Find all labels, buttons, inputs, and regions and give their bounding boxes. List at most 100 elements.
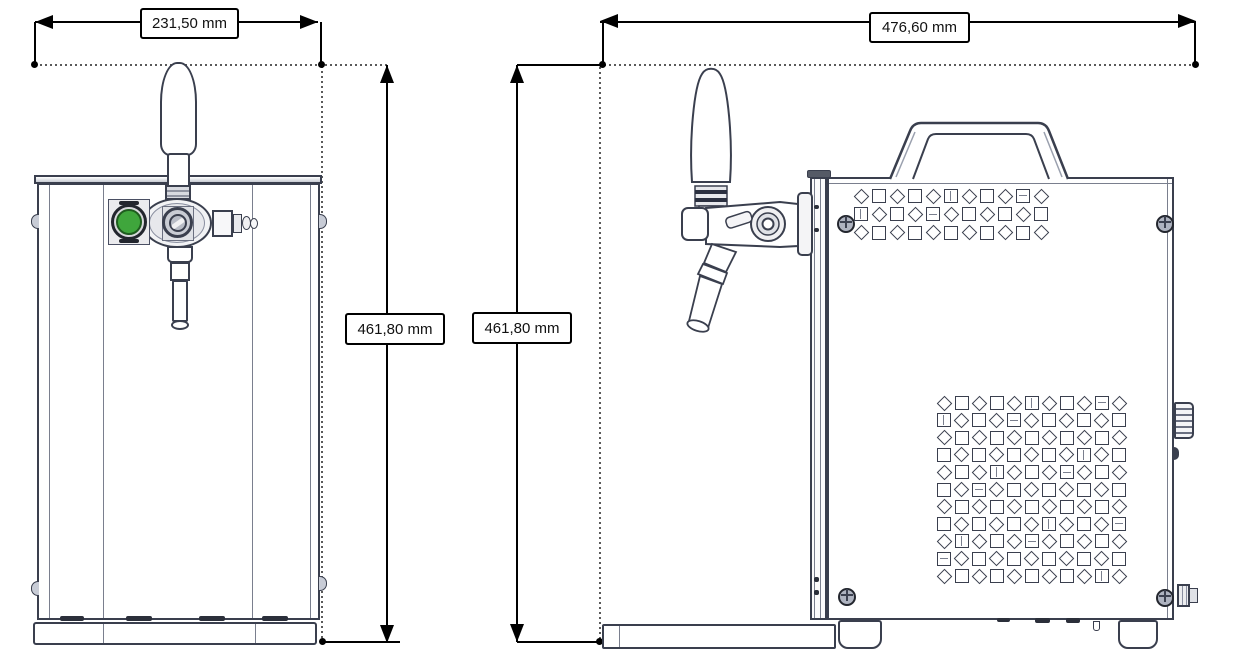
vent-square-icon	[1024, 534, 1039, 549]
front-spout-funnel	[167, 246, 193, 263]
vent-square-icon	[1077, 517, 1091, 532]
front-spout-tube	[172, 280, 188, 322]
vent-square-icon	[1042, 413, 1056, 428]
side-drip-tray-seam	[619, 626, 620, 647]
front-ref-dot-right	[318, 61, 325, 68]
vent-square-icon	[972, 447, 986, 462]
side-ref-dot-right	[1192, 61, 1199, 68]
side-width-arrow-right-icon	[1178, 14, 1196, 28]
front-width-dimension-label: 231,50 mm	[140, 8, 239, 39]
vent-square-icon	[1042, 517, 1056, 532]
vent-square-icon	[937, 447, 951, 462]
vent-square-icon	[1007, 517, 1021, 532]
vent-square-icon	[1024, 396, 1039, 410]
vent-square-icon	[1016, 225, 1030, 240]
front-width-arrow-right-icon	[300, 15, 318, 29]
power-button-green[interactable]	[116, 209, 142, 235]
front-hose-barb-tip	[250, 218, 258, 229]
side-left-reference-dotted-line	[599, 67, 601, 641]
side-small-lug	[1172, 447, 1179, 460]
vent-square-icon	[1094, 534, 1109, 549]
vent-square-icon	[1059, 499, 1074, 514]
vent-square-icon	[962, 207, 976, 222]
vent-square-icon	[972, 482, 986, 497]
side-height-extension-top	[517, 64, 603, 66]
carry-handle	[888, 121, 1070, 180]
vent-square-icon	[972, 517, 986, 532]
vent-square-icon	[1094, 396, 1109, 410]
side-top-reference-dotted-line	[604, 64, 1196, 66]
vent-square-icon	[989, 465, 1004, 480]
vent-square-icon	[1007, 551, 1021, 566]
vent-square-icon	[1077, 413, 1091, 428]
front-bottom-ref-dot	[319, 638, 326, 645]
vent-square-icon	[908, 189, 922, 203]
vent-square-icon	[954, 534, 969, 549]
side-height-dimension-line	[516, 65, 518, 642]
vent-square-icon	[908, 225, 922, 240]
front-panel-seam-left	[103, 185, 104, 618]
side-front-edge-tick	[814, 205, 819, 209]
front-base-slot	[60, 616, 84, 621]
panel-screw-top-left	[837, 215, 855, 233]
side-front-edge-cap	[807, 170, 831, 178]
panel-screw-bottom-right	[1156, 589, 1174, 607]
vent-square-icon	[980, 189, 994, 203]
side-drain-peg	[1093, 621, 1100, 631]
vent-square-icon	[872, 189, 886, 203]
side-front-edge-tick	[814, 577, 819, 582]
vent-square-icon	[1094, 569, 1109, 583]
front-drip-tray	[33, 622, 317, 645]
vent-square-icon	[1007, 447, 1021, 462]
front-side-fitting-neck	[233, 214, 242, 233]
vent-square-icon	[937, 482, 951, 497]
vent-square-icon	[937, 413, 951, 428]
vent-square-icon	[937, 517, 951, 532]
vent-square-icon	[1077, 551, 1091, 566]
front-ref-dot-left	[31, 61, 38, 68]
side-width-extension-left	[602, 22, 604, 63]
vent-square-icon	[1042, 447, 1056, 462]
front-height-dimension-line	[386, 65, 388, 643]
front-drip-tray-seam-left	[103, 624, 104, 643]
vent-square-icon	[1059, 396, 1074, 410]
side-bottom-slot	[997, 618, 1010, 622]
vent-square-icon	[954, 499, 969, 514]
side-front-edge-tick	[814, 590, 819, 595]
beer-line-knob	[1174, 402, 1194, 439]
front-height-arrow-up-icon	[380, 65, 394, 83]
vent-square-icon	[1059, 465, 1074, 480]
front-right-hinge-bottom	[319, 576, 327, 591]
front-body-right-edge-line	[310, 185, 311, 618]
side-height-arrow-up-icon	[510, 65, 524, 83]
vent-square-icon	[1024, 465, 1039, 480]
panel-screw-bottom-left	[838, 588, 856, 606]
vent-square-icon	[872, 225, 886, 240]
vent-square-icon	[998, 207, 1012, 222]
side-front-edge-line-a	[814, 179, 815, 618]
vent-square-icon	[1059, 534, 1074, 549]
vent-square-icon	[954, 465, 969, 480]
side-height-extension-bottom	[517, 641, 600, 643]
vent-square-icon	[1034, 207, 1048, 222]
vent-square-icon	[944, 189, 958, 203]
front-width-extension-left	[34, 22, 36, 64]
side-bottom-slot	[1066, 618, 1080, 623]
front-width-extension-right	[320, 22, 322, 64]
vent-square-icon	[944, 225, 958, 240]
vent-square-icon	[1042, 482, 1056, 497]
vent-square-icon	[954, 569, 969, 583]
vent-square-icon	[1007, 482, 1021, 497]
vent-square-icon	[1077, 447, 1091, 462]
side-body-top-inner-line	[829, 183, 1172, 184]
side-bottom-ref-dot	[596, 638, 603, 645]
vent-square-icon	[1059, 430, 1074, 445]
front-right-hinge-top	[319, 214, 327, 229]
front-height-arrow-down-icon	[380, 625, 394, 643]
side-height-arrow-down-icon	[510, 624, 524, 642]
front-base-slot	[126, 616, 152, 621]
vent-square-icon	[972, 413, 986, 428]
vent-square-icon	[1042, 551, 1056, 566]
vent-square-icon	[1112, 447, 1126, 462]
vent-square-icon	[1016, 189, 1030, 203]
